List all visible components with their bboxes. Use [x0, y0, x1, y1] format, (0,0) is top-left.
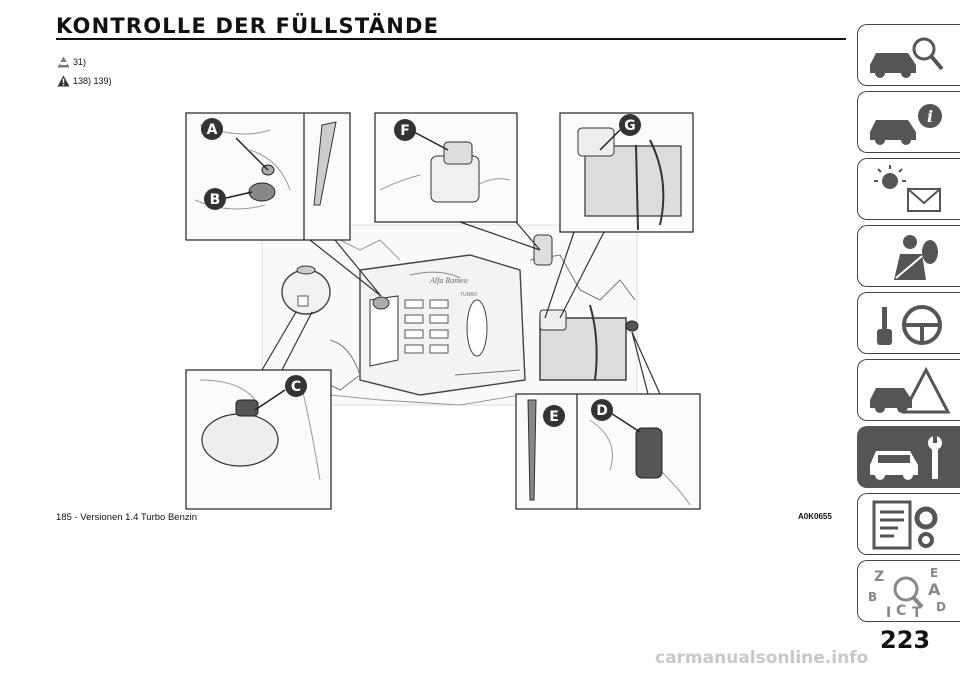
- technical-data-tab[interactable]: [857, 493, 960, 555]
- callout-c: C: [285, 375, 307, 397]
- page-number: 223: [880, 626, 931, 654]
- reference-text-2[interactable]: 138) 139): [73, 76, 112, 86]
- warning-lights-icon: [874, 165, 941, 212]
- svg-text:E: E: [549, 409, 559, 425]
- reference-line-1: 31): [57, 56, 86, 68]
- emergency-tab[interactable]: [857, 359, 960, 421]
- car-info-icon: i: [870, 104, 942, 145]
- svg-text:B: B: [868, 590, 877, 604]
- key-steering-wheel-icon: [877, 305, 942, 345]
- svg-text:C: C: [291, 379, 301, 395]
- reference-line-2: 138) 139): [57, 75, 112, 87]
- inset-panel-c: [185, 369, 332, 510]
- car-wrench-icon: [870, 435, 942, 480]
- svg-text:TURBO: TURBO: [460, 292, 478, 298]
- callout-b: B: [204, 188, 226, 210]
- svg-text:B: B: [210, 192, 221, 208]
- watermark: carmanualsonline.info: [655, 648, 869, 668]
- callout-e: E: [543, 405, 565, 427]
- svg-text:D: D: [936, 600, 946, 614]
- svg-text:E: E: [930, 566, 938, 580]
- car-search-icon: [870, 37, 944, 78]
- document-gear-icon: [872, 500, 938, 550]
- danger-warning-icon: [57, 75, 70, 87]
- title-rule: [56, 38, 846, 40]
- svg-text:T: T: [912, 605, 922, 619]
- svg-text:D: D: [596, 403, 608, 419]
- svg-text:I: I: [886, 605, 891, 619]
- car-info-tab[interactable]: i: [857, 91, 960, 153]
- svg-text:F: F: [400, 123, 410, 139]
- svg-text:G: G: [624, 118, 636, 134]
- car-warning-triangle-icon: [870, 366, 951, 414]
- inset-panel-ed: [515, 393, 701, 510]
- figure-code: A0K0655: [798, 512, 832, 521]
- svg-text:Alfa Romeo: Alfa Romeo: [429, 276, 468, 285]
- callout-a: A: [201, 118, 223, 140]
- callout-g: G: [619, 114, 641, 136]
- leader-lines: [261, 221, 661, 395]
- reference-text-1[interactable]: 31): [73, 57, 87, 67]
- page-title: KONTROLLE DER FÜLLSTÄNDE: [56, 14, 440, 38]
- lights-messages-tab[interactable]: [857, 158, 960, 220]
- index-tab[interactable]: Z E B A I C T D: [857, 560, 960, 622]
- airbag-seatbelt-icon: [894, 235, 938, 280]
- maintenance-tab[interactable]: [857, 426, 960, 488]
- svg-text:i: i: [927, 107, 933, 126]
- svg-text:Z: Z: [874, 569, 884, 585]
- service-warning-icon: [57, 56, 70, 68]
- svg-text:C: C: [896, 603, 906, 619]
- car-dashboard-tab[interactable]: [857, 24, 960, 86]
- callout-f: F: [394, 119, 416, 141]
- alphabet-index-icon: Z E B A I C T D: [868, 566, 946, 619]
- svg-text:A: A: [207, 122, 218, 138]
- starting-driving-tab[interactable]: [857, 292, 960, 354]
- svg-text:A: A: [928, 580, 941, 599]
- figure-caption: 185 - Versionen 1.4 Turbo Benzin: [56, 512, 198, 523]
- safety-tab[interactable]: [857, 225, 960, 287]
- callout-d: D: [591, 399, 613, 421]
